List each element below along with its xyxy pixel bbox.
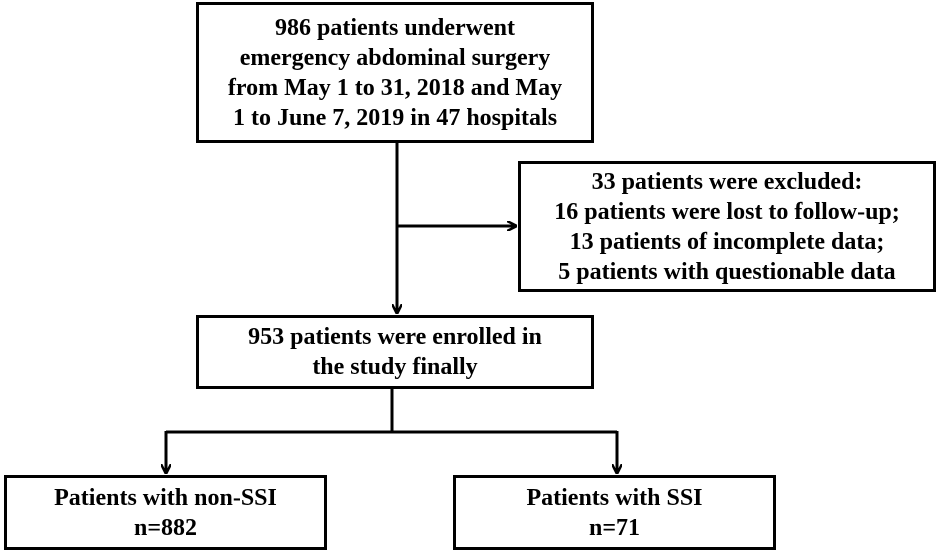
initial-cohort-box: 986 patients underwent emergency abdomin… <box>196 2 594 143</box>
ssi-group-box: Patients with SSI n=71 <box>453 475 776 550</box>
ssi-label: Patients with SSI <box>526 484 703 511</box>
ssi-count: n=71 <box>588 514 641 541</box>
excluded-patients-box: 33 patients were excluded: 16 patients w… <box>518 161 936 292</box>
non-ssi-label: Patients with non-SSI <box>54 484 277 511</box>
enrolled-line: the study finally <box>312 354 478 380</box>
initial-line: 1 to June 7, 2019 in 47 hospitals <box>232 104 558 131</box>
enrolled-line: 953 patients were enrolled in <box>248 324 542 350</box>
non-ssi-count: n=882 <box>133 514 198 541</box>
excluded-line: 5 patients with questionable data <box>558 258 896 285</box>
excluded-line: 16 patients were lost to follow-up; <box>554 198 900 225</box>
initial-line: 986 patients underwent <box>274 14 515 41</box>
excluded-line: 33 patients were excluded: <box>591 168 863 195</box>
excluded-line: 13 patients of incomplete data; <box>569 228 885 255</box>
initial-line: emergency abdominal surgery <box>239 44 551 71</box>
non-ssi-group-box: Patients with non-SSI n=882 <box>4 475 327 550</box>
enrolled-patients-box: 953 patients were enrolled in the study … <box>196 315 594 389</box>
initial-line: from May 1 to 31, 2018 and May <box>227 74 563 101</box>
